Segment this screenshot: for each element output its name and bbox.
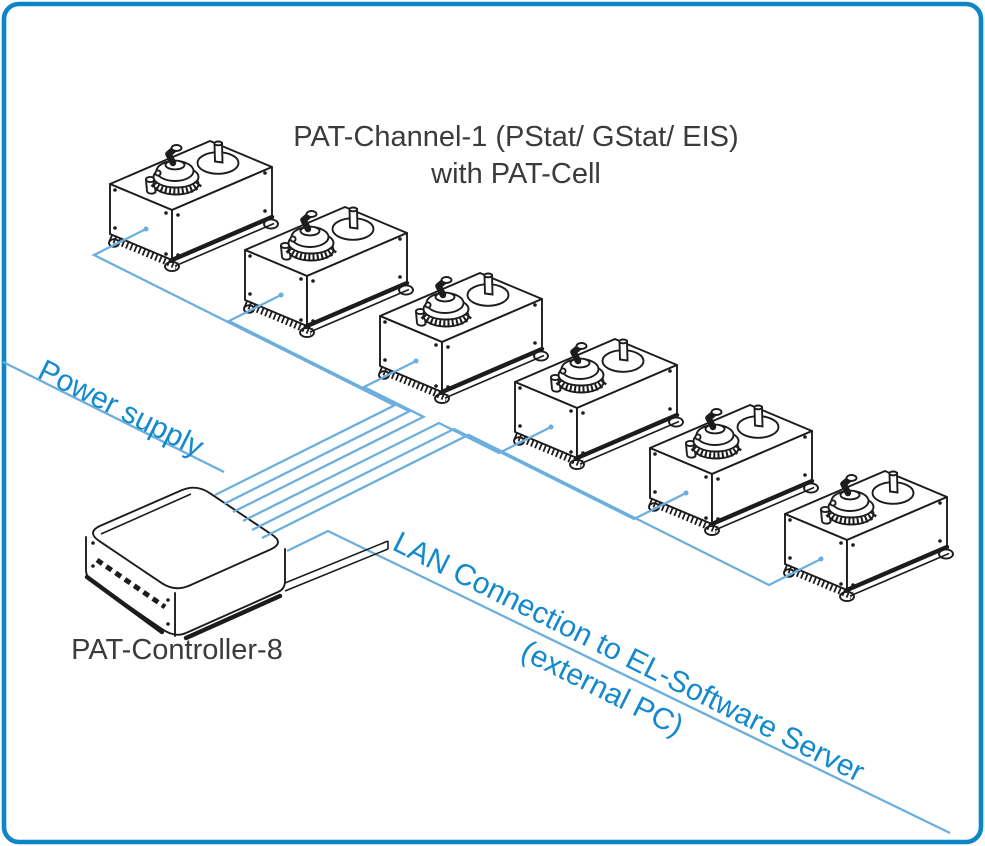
wire-plug-dot	[413, 358, 419, 364]
channel-wire-bundle	[91, 226, 824, 587]
controller-base-shadow	[84, 574, 165, 635]
wire-plug-dot	[548, 424, 554, 430]
controller-base-shadow	[183, 593, 283, 641]
wire-plug-dot	[143, 226, 149, 232]
wire-channel-4	[242, 421, 552, 523]
wire-plug-dot	[818, 556, 824, 562]
power-supply-label: Power supply	[33, 354, 209, 464]
wire-channel-6	[261, 433, 822, 587]
controller-base-lip	[284, 540, 389, 592]
power-supply-line	[2, 360, 225, 474]
controller-vent-slots	[95, 557, 167, 610]
diagram-title-line2: with PAT-Cell	[430, 158, 601, 190]
pat-controller-8	[84, 486, 389, 641]
controller-top-face	[92, 486, 279, 590]
wire-channel-2	[223, 293, 413, 506]
wire-channel-3	[232, 359, 427, 514]
lan-line	[286, 529, 951, 835]
wire-channel-5	[251, 427, 687, 532]
wire-channel-1	[91, 227, 398, 497]
controller-label: PAT-Controller-8	[71, 634, 283, 666]
wire-plug-dot	[278, 292, 284, 298]
diagram-title-line1: PAT-Channel-1 (PStat/ GStat/ EIS)	[293, 121, 738, 153]
controller-lid-seam	[100, 493, 192, 535]
wire-plug-dot	[683, 490, 689, 496]
